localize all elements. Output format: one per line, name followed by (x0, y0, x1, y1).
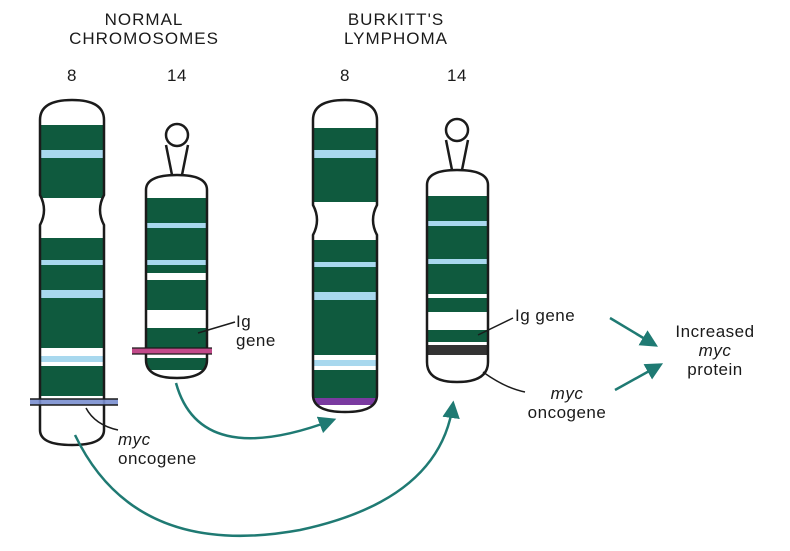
burkitt-chromosome-8 (300, 95, 390, 420)
header-normal: NORMAL CHROMOSOMES (44, 10, 244, 48)
result-line2: myc (655, 341, 775, 360)
header-normal-line2: CHROMOSOMES (44, 29, 244, 48)
header-burkitt: BURKITT'S LYMPHOMA (296, 10, 496, 48)
normal-chromosome-8 (30, 95, 120, 455)
myc-burkitt-line2: oncogene (512, 403, 622, 422)
ig-gene-normal-line1: Ig (236, 312, 296, 331)
result-line3: protein (655, 360, 775, 379)
arrow-ig-gene-to-result (610, 318, 655, 345)
label-normal-8: 8 (52, 66, 92, 85)
ig-gene-normal-line2: gene (236, 331, 296, 350)
header-burkitt-line1: BURKITT'S (296, 10, 496, 29)
header-normal-line1: NORMAL (44, 10, 244, 29)
myc-normal-line1: myc (118, 430, 238, 449)
label-ig-gene-burkitt: Ig gene (515, 306, 615, 325)
label-normal-14: 14 (157, 66, 197, 85)
label-ig-gene-normal: Ig gene (236, 312, 296, 350)
myc-normal-line2: oncogene (118, 449, 238, 468)
label-myc-burkitt: myc oncogene (512, 384, 622, 422)
label-myc-normal: myc oncogene (118, 430, 238, 468)
myc-burkitt-line1: myc (512, 384, 622, 403)
arrow-myc-to-burkitt-14 (75, 404, 453, 536)
header-burkitt-line2: LYMPHOMA (296, 29, 496, 48)
label-burkitt-14: 14 (437, 66, 477, 85)
result-line1: Increased (655, 322, 775, 341)
label-burkitt-8: 8 (325, 66, 365, 85)
label-result: Increased myc protein (655, 322, 775, 379)
normal-chromosome-14 (132, 124, 220, 385)
burkitt-chromosome-14 (420, 119, 500, 390)
